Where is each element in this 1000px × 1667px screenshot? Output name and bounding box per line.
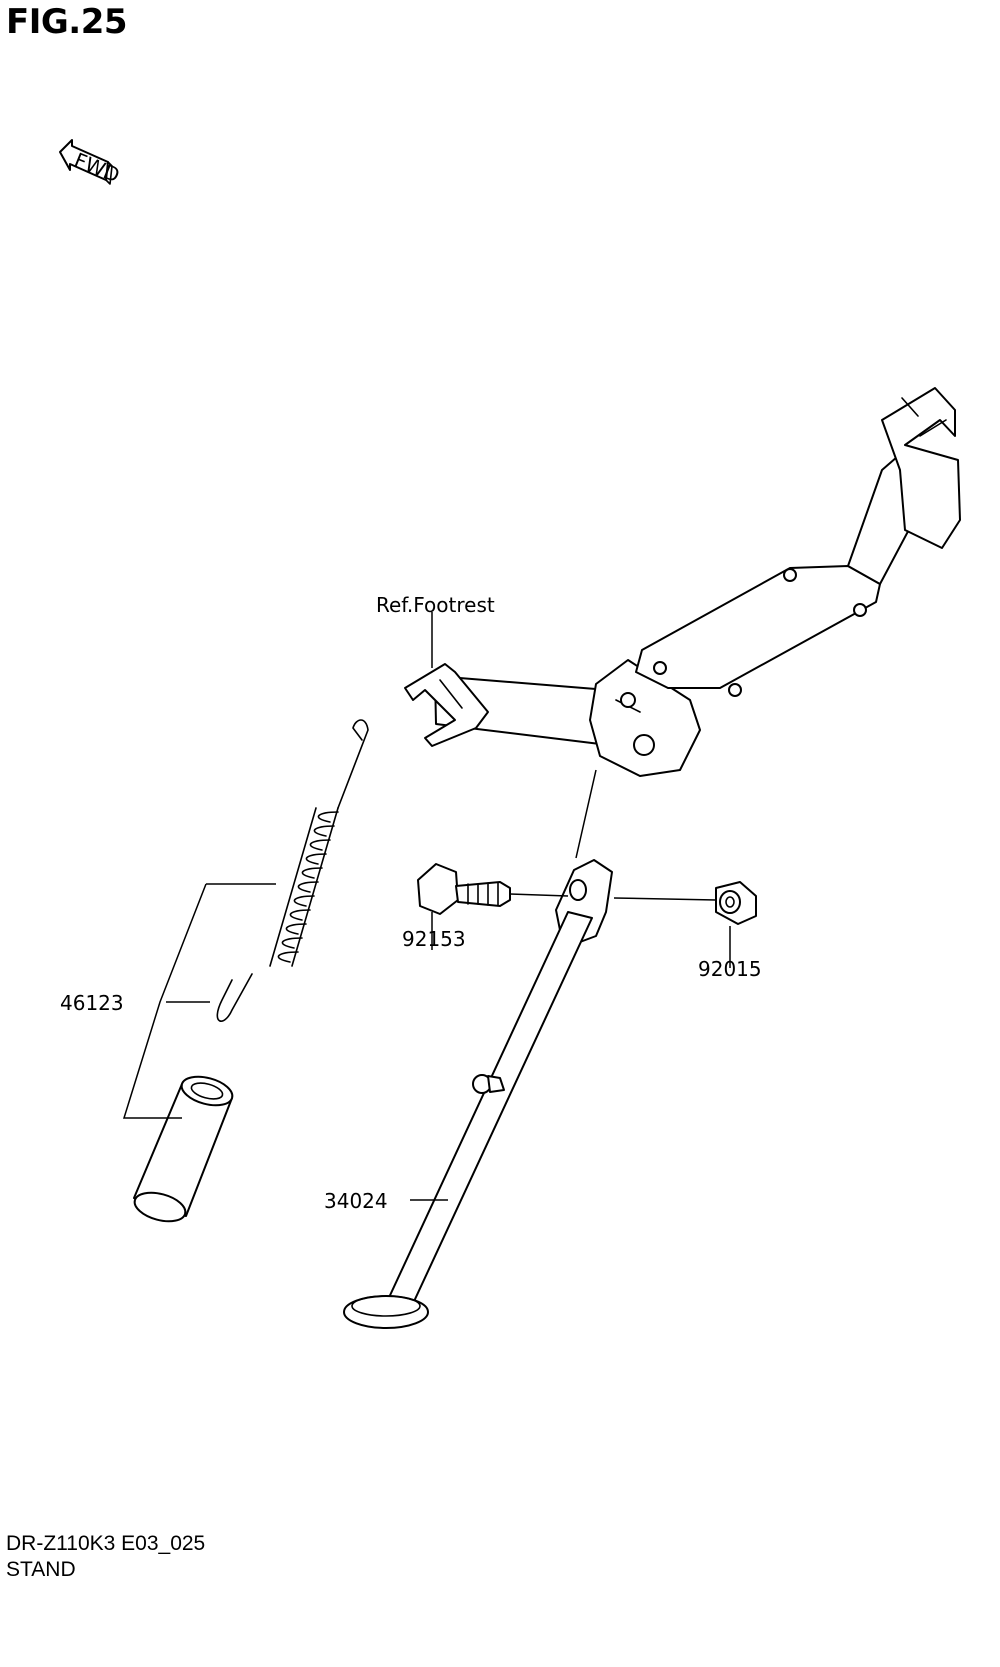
footrest-bracket — [404, 387, 961, 777]
pivot-bolt — [417, 863, 511, 915]
ref-footrest-label: Ref.Footrest — [376, 593, 495, 617]
side-stand — [343, 859, 613, 1329]
fwd-label: FWD — [71, 148, 123, 188]
stand-spring — [216, 719, 369, 1022]
callout-92153: 92153 — [402, 927, 466, 951]
fwd-arrow-icon: FWD — [59, 139, 123, 188]
callout-34024: 34024 — [324, 1189, 388, 1213]
model-code: DR-Z110K3 E03_025 — [6, 1532, 206, 1555]
callout-92015: 92015 — [698, 957, 762, 981]
lock-nut — [715, 881, 757, 925]
figure-title: FIG.25 — [6, 2, 128, 42]
spring-collar — [133, 1075, 234, 1223]
callout-46123: 46123 — [60, 991, 124, 1015]
section-name: STAND — [6, 1558, 76, 1581]
